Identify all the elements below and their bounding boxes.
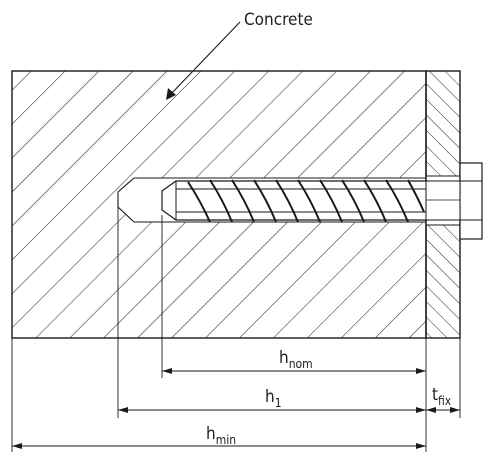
h-1-label: h1 [265, 387, 282, 410]
dimension-t-fix [426, 407, 460, 413]
screw-anchor [161, 162, 483, 240]
concrete-leader [166, 21, 241, 100]
dimension-h-min [12, 443, 426, 449]
t-fix-label: tfix [432, 385, 452, 408]
h-min-label: hmin [206, 424, 236, 447]
dimension-h-nom [162, 368, 426, 374]
dimension-h-1 [118, 407, 426, 413]
h-nom-label: hnom [279, 348, 313, 371]
extension-lines [11, 192, 461, 452]
concrete-label: Concrete [244, 10, 313, 30]
